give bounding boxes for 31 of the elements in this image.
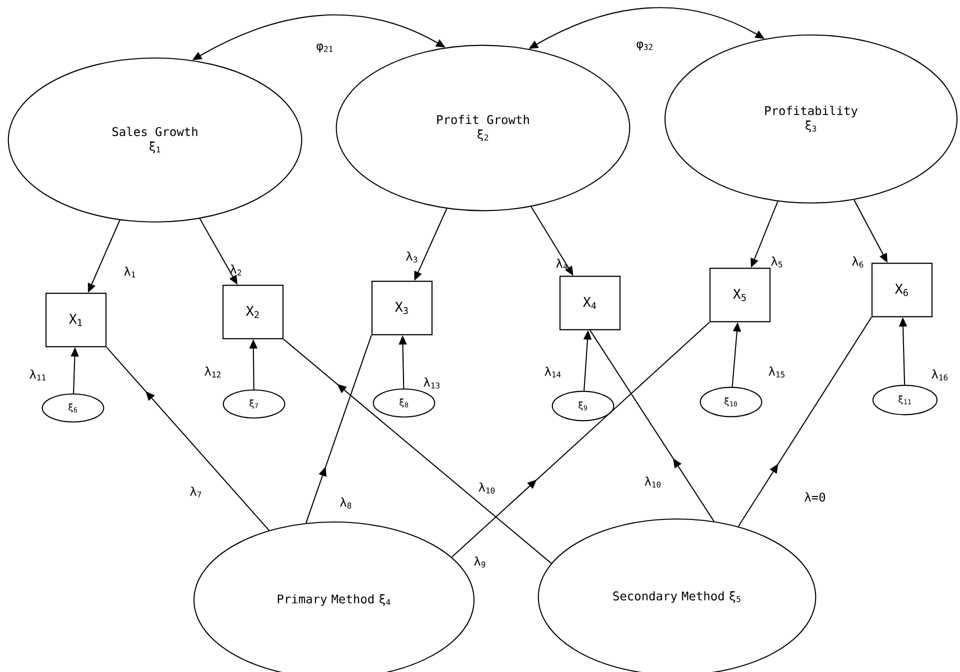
indicator-box: X$_{2}$: [222, 284, 284, 340]
indicator-box: X$_{6}$: [871, 262, 933, 318]
arrow: [283, 338, 552, 564]
edge-label: λ$_{6}$: [852, 256, 864, 268]
edge-label: λ$_{3}$: [406, 252, 418, 263]
indicator-box: X$_{4}$: [559, 276, 621, 330]
edge-label: λ$_{10}$: [644, 476, 661, 488]
indicator-box: X$_{5}$: [709, 268, 771, 322]
edge-label: λ$_{15}$: [768, 366, 784, 378]
arrow: [306, 335, 372, 524]
edge-label: φ$_{21}$: [316, 43, 333, 53]
edge-label: λ$_{16}$: [932, 370, 948, 381]
edge-label: λ$_{10}$: [478, 482, 495, 494]
edge-label: λ$_{9}$: [474, 556, 486, 568]
arrow: [590, 330, 714, 522]
arrow: [106, 346, 270, 531]
edge-label: λ$_{1}$: [124, 266, 136, 278]
indicator-box: X$_{1}$: [45, 292, 107, 348]
edge-label: λ$_{14}$: [544, 366, 561, 378]
edge-label: λ$_{5}$: [771, 256, 782, 268]
arrow: [738, 316, 872, 527]
arrow: [451, 322, 710, 558]
edge-label: λ$_{11}$: [30, 370, 46, 380]
edge-label: λ$_{2}$: [230, 264, 242, 276]
edge-label: λ$_{12}$: [204, 366, 220, 378]
indicator-box: X$_{3}$: [371, 280, 433, 336]
edge-label: λ=0: [804, 492, 826, 502]
edge-label: φ$_{32}$: [636, 41, 652, 51]
edge-label: λ$_{8}$: [340, 498, 352, 509]
edge-label: λ$_{7}$: [190, 486, 202, 498]
edge-label: λ$_{13}$: [424, 378, 440, 389]
